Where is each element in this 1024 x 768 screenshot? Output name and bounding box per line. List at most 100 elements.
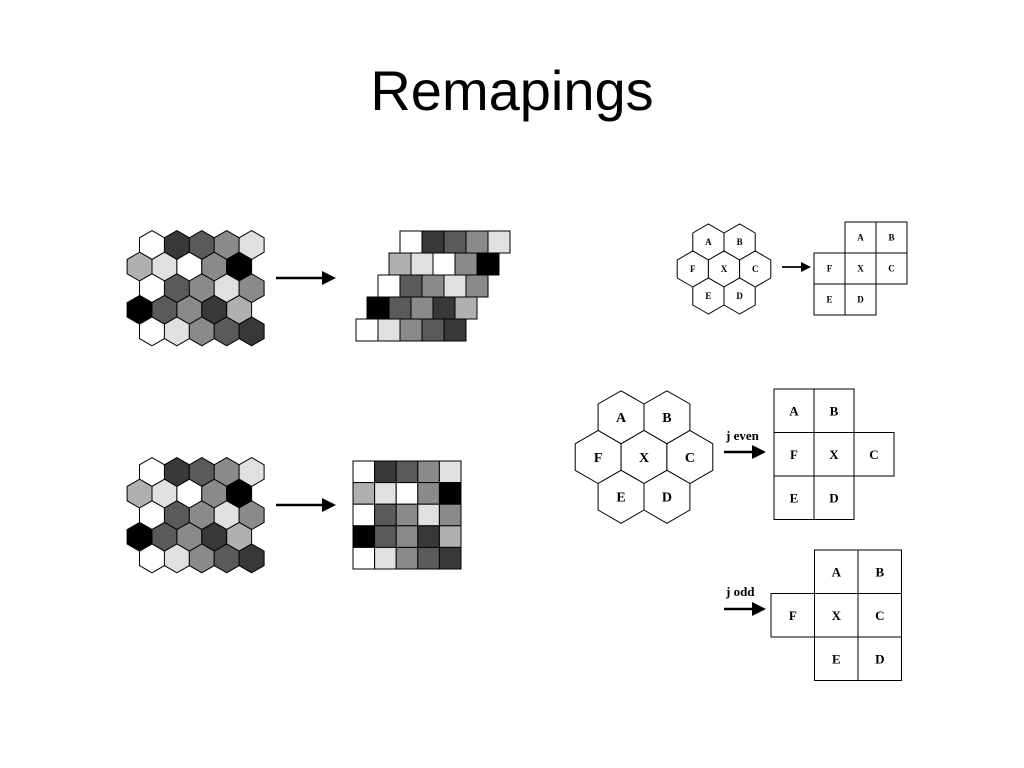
square-label-a: A [832, 564, 842, 579]
square-cell [438, 546, 462, 570]
arrow-j-odd: j odd [724, 584, 766, 616]
square-cell [388, 296, 412, 320]
square-cell [377, 274, 401, 298]
square-cell [432, 296, 456, 320]
shaded-hex-grid-top [126, 230, 265, 347]
square-cell [352, 546, 376, 570]
square-cell [443, 318, 467, 342]
square-cell [487, 230, 511, 254]
square-label-c: C [869, 447, 878, 462]
hex-cell-d [723, 277, 756, 315]
square-cell [399, 318, 423, 342]
square-label-c: C [875, 608, 884, 623]
square-cell [432, 252, 456, 276]
square-cell [395, 525, 419, 548]
square-cell [421, 230, 445, 254]
map-arrow-bottom-left [276, 498, 336, 512]
square-cell [395, 482, 419, 505]
square-cell [410, 296, 434, 320]
square-cell-f [773, 432, 815, 477]
square-cell [417, 460, 440, 484]
hex-label-a: A [705, 237, 712, 247]
skewed-square-grid [355, 230, 511, 342]
map-arrow-top-left [276, 271, 336, 285]
hex-label-e: E [616, 491, 625, 506]
square-cell [421, 318, 445, 342]
square-cell [421, 274, 445, 298]
square-cell [417, 503, 440, 527]
square-cell-a [814, 549, 859, 594]
square-label-f: F [827, 264, 833, 274]
hex-label-b: B [737, 237, 743, 247]
square-cell [417, 482, 440, 505]
hex-label-f: F [690, 264, 696, 274]
hex-cell-d [643, 469, 691, 524]
square-cell [374, 460, 397, 484]
square-cell-a [773, 388, 815, 433]
square-label-a: A [857, 233, 864, 243]
hex-label-c: C [752, 264, 759, 274]
square-label-d: D [875, 651, 884, 666]
map-arrow-top-right [782, 262, 811, 272]
square-cell [395, 460, 419, 484]
square-cell [465, 274, 489, 298]
arrow-j-even: j even [724, 428, 766, 459]
square-cell [438, 525, 462, 548]
square-label-x: X [832, 608, 842, 623]
square-cell [374, 546, 397, 570]
j-even-label: j even [725, 428, 760, 443]
square-label-d: D [857, 295, 864, 305]
square-cell [438, 460, 462, 484]
hex-label-f: F [594, 451, 603, 466]
square-cell-c [875, 252, 908, 285]
square-cell-b [813, 388, 855, 433]
square-label-x: X [857, 264, 864, 274]
square-label-e: E [790, 490, 799, 505]
hex-label-b: B [662, 411, 671, 426]
j-odd-label: j odd [725, 584, 755, 599]
hex-label-x: X [639, 451, 649, 466]
square-cell-d [813, 475, 855, 520]
square-cell [374, 482, 397, 505]
square-label-d: D [829, 490, 838, 505]
square-cell-c [853, 432, 895, 477]
square-cell [388, 252, 412, 276]
square-cell-d [844, 283, 877, 316]
square-cell [352, 503, 376, 527]
square-cell [476, 252, 500, 276]
hex-label-c: C [685, 451, 695, 466]
shaded-hex-grid-bottom [126, 457, 265, 574]
hex-cell [238, 543, 265, 574]
square-label-f: F [790, 447, 798, 462]
hex-cell [238, 316, 265, 347]
square-cell [399, 274, 423, 298]
hex-label-d: D [662, 491, 672, 506]
square-cell [352, 460, 376, 484]
square-cell [352, 525, 376, 548]
square-cell [417, 546, 440, 570]
square-cell [352, 482, 376, 505]
square-cell [374, 503, 397, 527]
square-cell-d [857, 636, 902, 681]
square-label-x: X [829, 447, 839, 462]
square-label-e: E [832, 651, 841, 666]
hex-label-d: D [736, 291, 743, 301]
square-cell-b [875, 221, 908, 254]
square-cell [374, 525, 397, 548]
square-cell-f [770, 593, 815, 638]
square-cell [366, 296, 390, 320]
square-label-e: E [826, 295, 832, 305]
square-cell-x [814, 593, 859, 638]
square-cell-e [773, 475, 815, 520]
square-cell [395, 503, 419, 527]
square-label-a: A [789, 403, 799, 418]
square-cell [443, 274, 467, 298]
square-cell [395, 546, 419, 570]
square-cell [410, 252, 434, 276]
square-label-c: C [888, 264, 895, 274]
square-cell [438, 482, 462, 505]
